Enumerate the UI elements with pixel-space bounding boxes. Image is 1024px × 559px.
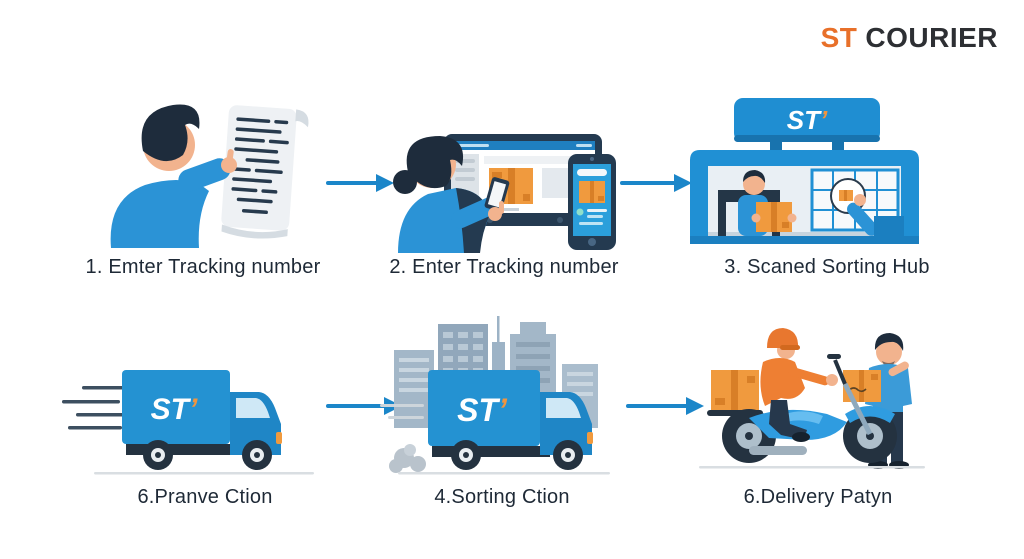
ground-line bbox=[94, 472, 314, 475]
package-on-phone-icon bbox=[579, 181, 605, 203]
woman-figure bbox=[393, 136, 510, 253]
arrow-right-icon bbox=[626, 397, 704, 415]
pointing-finger bbox=[226, 149, 234, 165]
step6-caption: 6.Delivery Patyn bbox=[743, 486, 893, 508]
motion-lines bbox=[380, 404, 424, 419]
exhaust-smoke bbox=[389, 444, 426, 473]
step5-illustration-truck-city: ST’ bbox=[380, 316, 610, 475]
tracking-list-paper-icon bbox=[221, 105, 309, 239]
step1-caption: 1. Emter Tracking number bbox=[85, 256, 321, 278]
hub-worker-figure bbox=[738, 170, 797, 236]
step1-illustration-person-reading-list bbox=[110, 104, 309, 248]
logo-courier: COURIER bbox=[865, 22, 998, 53]
truck-st-text: ST’ bbox=[151, 393, 198, 426]
rear-package-icon bbox=[707, 370, 763, 416]
step3-caption: 3. Scaned Sorting Hub bbox=[724, 256, 930, 278]
hair-bun bbox=[393, 170, 417, 194]
step2-caption: 2. Enter Tracking number bbox=[389, 256, 619, 278]
hub-interior bbox=[718, 168, 904, 236]
truck-wheels bbox=[451, 440, 583, 470]
step4-illustration-truck: ST’ bbox=[62, 370, 314, 475]
truck-st-text: ST’ bbox=[457, 392, 508, 428]
rider-figure bbox=[760, 328, 838, 442]
smartphone-icon bbox=[568, 154, 616, 250]
person-figure bbox=[110, 104, 237, 248]
step6-illustration-delivery-handoff bbox=[699, 328, 925, 469]
truck-wheels bbox=[143, 440, 272, 470]
step3-illustration-sorting-hub: ST’ bbox=[690, 98, 919, 244]
step2-illustration-devices bbox=[393, 134, 616, 253]
arrow-right-icon bbox=[326, 174, 394, 192]
counter bbox=[874, 216, 904, 236]
ground-line bbox=[699, 466, 925, 469]
hub-sign-st-text: ST’ bbox=[787, 105, 828, 135]
step5-caption: 4.Sorting Ction bbox=[434, 486, 570, 508]
delivery-truck-icon: ST’ bbox=[428, 370, 593, 470]
step4-caption: 6.Pranve Ction bbox=[137, 486, 273, 508]
logo-st: ST bbox=[820, 22, 858, 53]
ground-line bbox=[398, 472, 610, 475]
package-icon bbox=[756, 202, 792, 232]
hub-sign: ST’ bbox=[734, 98, 880, 154]
scanning-arm bbox=[847, 194, 879, 236]
delivery-truck-icon: ST’ bbox=[122, 370, 282, 470]
arrow-right-icon bbox=[620, 174, 692, 192]
paper-text-lines bbox=[231, 117, 289, 215]
